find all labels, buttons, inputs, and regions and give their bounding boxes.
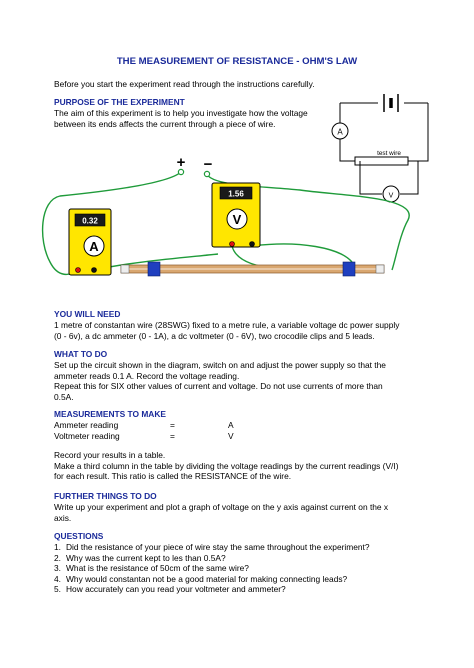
what-to-do-heading: WHAT TO DO xyxy=(54,349,108,359)
measurement-unit: A xyxy=(228,420,234,430)
questions-list: 1. Did the resistance of your piece of wi… xyxy=(54,542,454,595)
voltmeter-display: 1.56 xyxy=(228,190,244,199)
question-number: 1. xyxy=(54,542,61,552)
you-will-need-line: (0 - 6v), a dc ammeter (0 - 1A), a dc vo… xyxy=(54,330,375,341)
question-text: Why would constantan not be a good mater… xyxy=(66,573,348,584)
purpose-text: The aim of this experiment is to help yo… xyxy=(54,108,354,129)
purpose-line: The aim of this experiment is to help yo… xyxy=(54,108,308,118)
measurement-label: Ammeter reading xyxy=(54,420,119,430)
schematic-voltmeter-label: V xyxy=(389,193,394,200)
voltmeter-dial-label: V xyxy=(233,212,242,227)
what-to-do-line: 0.5A. xyxy=(54,391,74,402)
purpose-line: between its ends affects the current thr… xyxy=(54,118,276,129)
schematic-circuit xyxy=(339,102,429,195)
question-item: 3. What is the resistance of 50cm of the … xyxy=(54,563,454,574)
question-text: What is the resistance of 50cm of the sa… xyxy=(66,563,249,574)
you-will-need-line: 1 metre of constantan wire (28SWG) fixed… xyxy=(54,320,400,330)
questions-heading: QUESTIONS xyxy=(54,531,104,541)
page-title: THE MEASUREMENT OF RESISTANCE - OHM'S LA… xyxy=(116,56,358,67)
voltmeter-device xyxy=(211,182,261,248)
question-text: Why was the current kept to les than 0.5… xyxy=(66,552,226,563)
plus-terminal-label: + xyxy=(177,154,186,171)
measurement-row: Voltmeter reading = V xyxy=(54,431,354,442)
further-line: Write up your experiment and plot a grap… xyxy=(54,502,389,512)
question-number: 2. xyxy=(54,552,61,563)
measurements-heading: MEASUREMENTS TO MAKE xyxy=(54,409,166,419)
question-item: 5. How accurately can you read your voltm… xyxy=(54,584,454,595)
test-wire-label: test wire xyxy=(377,150,401,157)
purpose-heading: PURPOSE OF THE EXPERIMENT xyxy=(54,97,185,107)
question-item: 4. Why would constantan not be a good mat… xyxy=(54,574,454,585)
record-line: Record your results in a table. xyxy=(54,450,166,460)
metre-rule xyxy=(120,264,385,274)
question-number: 4. xyxy=(54,573,61,584)
you-will-need-heading: YOU WILL NEED xyxy=(54,309,121,319)
record-text: Record your results in a table. Make a t… xyxy=(54,450,454,482)
what-to-do-line: Repeat this for SIX other values of curr… xyxy=(54,381,383,392)
measurement-equals: = xyxy=(170,420,175,430)
ammeter-dial-label: A xyxy=(89,239,99,254)
crocodile-clips xyxy=(147,261,356,277)
measurement-label: Voltmeter reading xyxy=(54,430,120,441)
intro-text: Before you start the experiment read thr… xyxy=(54,79,315,89)
question-item: 1. Did the resistance of your piece of wi… xyxy=(54,542,454,553)
you-will-need-text: 1 metre of constantan wire (28SWG) fixed… xyxy=(54,320,454,341)
question-number: 5. xyxy=(54,584,61,595)
measurements-table: Ammeter reading = A Voltmeter reading = … xyxy=(54,420,354,441)
record-line: Make a third column in the table by divi… xyxy=(54,460,399,471)
ammeter-device xyxy=(68,208,112,276)
ammeter-display: 0.32 xyxy=(82,217,98,226)
measurement-equals: = xyxy=(170,430,175,441)
schematic-ammeter-label: A xyxy=(337,128,343,137)
circuit-diagram: A test wire V + − 0.32 A 1.56 V xyxy=(41,94,429,277)
question-number: 3. xyxy=(54,563,61,574)
further-line: axis. xyxy=(54,512,72,523)
further-heading: FURTHER THINGS TO DO xyxy=(54,491,157,501)
minus-terminal-label: − xyxy=(204,156,213,173)
further-text: Write up your experiment and plot a grap… xyxy=(54,502,454,523)
measurement-unit: V xyxy=(228,430,234,441)
what-to-do-text: Set up the circuit shown in the diagram,… xyxy=(54,360,454,402)
question-text: Did the resistance of your piece of wire… xyxy=(66,542,370,552)
record-line: for each result. This ratio is called th… xyxy=(54,471,292,482)
question-text: How accurately can you read your voltmet… xyxy=(66,584,286,595)
power-supply-terminals xyxy=(177,168,211,178)
what-to-do-line: Set up the circuit shown in the diagram,… xyxy=(54,360,386,370)
question-item: 2. Why was the current kept to les than 0… xyxy=(54,553,454,564)
battery-icon xyxy=(383,94,399,112)
what-to-do-line: ammeter reads 0.1 A. Record the voltage … xyxy=(54,370,240,381)
schematic-ammeter-icon xyxy=(331,122,349,140)
measurement-row: Ammeter reading = A xyxy=(54,420,354,431)
